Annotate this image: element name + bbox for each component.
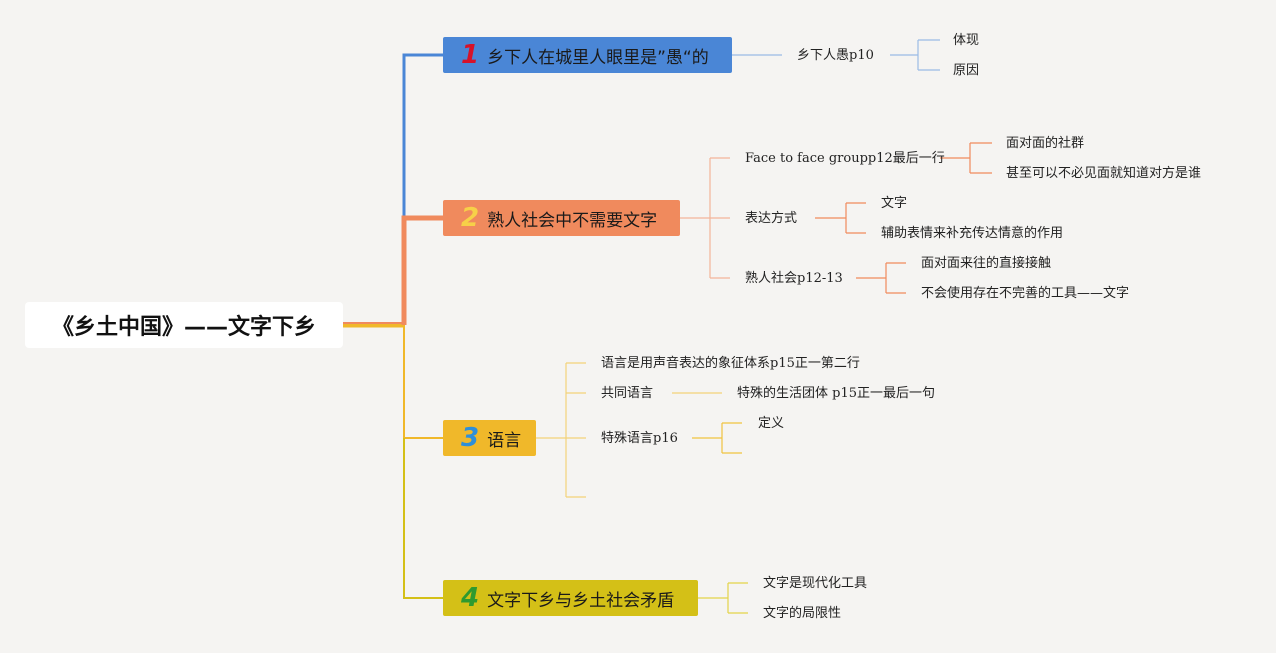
branch-4-label: 文字下乡与乡土社会矛盾 (487, 590, 675, 611)
branch-1-number: 1 (461, 40, 480, 70)
b2-gc2-lines (815, 202, 866, 234)
b4-leaf-1[interactable]: 文字是现代化工具 (763, 576, 868, 591)
branch-2[interactable]: 2 熟人社会中不需要文字 (443, 200, 680, 236)
b1-leaf-2[interactable]: 原因 (953, 63, 980, 78)
branch-3-number: 3 (461, 423, 480, 453)
b3-child-lines (536, 362, 586, 498)
branch-4[interactable]: 4 文字下乡与乡土社会矛盾 (443, 580, 698, 616)
b2-leaf-1[interactable]: 面对面的社群 (1006, 136, 1085, 151)
b1-topic-1[interactable]: 乡下人愚p10 (797, 48, 874, 63)
b2-leaf-3[interactable]: 文字 (881, 196, 908, 211)
branch-1-label: 乡下人在城里人眼里是”愚“的 (487, 47, 709, 68)
b2-child-lines (680, 157, 730, 279)
b2-topic-2[interactable]: 表达方式 (745, 211, 798, 226)
branch-1[interactable]: 1 乡下人在城里人眼里是”愚“的 (443, 37, 732, 73)
branch1-connector (402, 53, 443, 218)
b3-gc2-lines (692, 422, 742, 454)
b3-topic-1[interactable]: 语言是用声音表达的象征体系p15正一第二行 (601, 356, 860, 371)
branch2-connector (401, 215, 443, 325)
b2-leaf-5[interactable]: 面对面来往的直接接触 (921, 256, 1052, 271)
b3-topic-2[interactable]: 共同语言 (601, 386, 654, 401)
branch-2-label: 熟人社会中不需要文字 (487, 210, 658, 231)
root-topic[interactable]: 《乡土中国》——文字下乡 (25, 302, 343, 348)
b2-gc3-lines (856, 262, 906, 294)
b1-grandchild-line (890, 39, 940, 71)
branch3-connector (403, 325, 443, 439)
b3-leaf-2[interactable]: 定义 (758, 416, 785, 431)
branch-4-number: 4 (461, 583, 480, 613)
branch4-connector (403, 438, 443, 599)
b3-leaf-1[interactable]: 特殊的生活团体 p15正一最后一句 (737, 386, 935, 401)
branch-2-number: 2 (461, 203, 480, 233)
b2-topic-3[interactable]: 熟人社会p12-13 (745, 271, 843, 286)
b2-leaf-4[interactable]: 辅助表情来补充传达情意的作用 (881, 226, 1064, 241)
b4-leaf-2[interactable]: 文字的局限性 (763, 606, 842, 621)
b2-gc1-lines (940, 142, 992, 174)
branch-3-label: 语言 (487, 430, 522, 451)
b1-leaf-1[interactable]: 体现 (953, 33, 980, 48)
b2-leaf-6[interactable]: 不会使用存在不完善的工具——文字 (921, 286, 1130, 301)
b2-leaf-2[interactable]: 甚至可以不必见面就知道对方是谁 (1006, 166, 1202, 181)
b2-topic-1[interactable]: Face to face groupp12最后一行 (745, 151, 945, 166)
b3-topic-3[interactable]: 特殊语言p16 (601, 431, 678, 446)
branch-3[interactable]: 3 语言 (443, 420, 536, 456)
b4-child-lines (698, 582, 748, 614)
